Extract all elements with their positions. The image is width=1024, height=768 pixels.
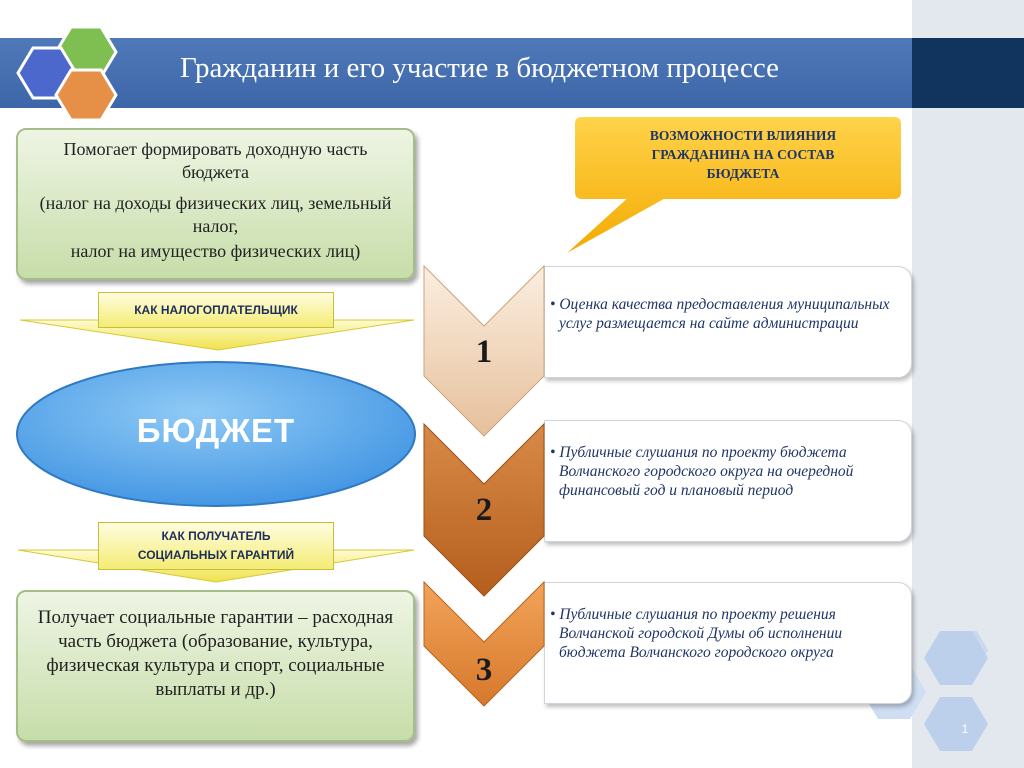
step-1-info: • Оценка качества предоставления муницип… — [544, 266, 912, 378]
chevron-step-icon — [423, 264, 545, 707]
callout-bubble — [559, 115, 903, 259]
recipient-label-line1: КАК ПОЛУЧАТЕЛЬ — [161, 529, 271, 543]
bullet: • — [550, 606, 556, 623]
step-2-number: 2 — [475, 492, 493, 528]
step-1-number: 1 — [475, 334, 493, 370]
title-bar — [0, 38, 912, 108]
recipient-label-line2: СОЦИАЛЬНЫХ ГАРАНТИЙ — [137, 548, 295, 562]
step-1-description: Оценка качества предоставления муниципал… — [559, 296, 890, 332]
callout-line2: ГРАЖДАНИНА НА СОСТАВ — [651, 147, 835, 162]
income-box-line2: (налог на доходы физических лиц, земельн… — [39, 193, 392, 236]
callout-text: ВОЗМОЖНОСТИ ВЛИЯНИЯ ГРАЖДАНИНА НА СОСТАВ… — [590, 126, 896, 183]
bullet: • — [550, 444, 556, 461]
title-bar-accent — [912, 38, 1024, 108]
bullet: • — [550, 296, 556, 313]
budget-label: БЮДЖЕТ — [136, 412, 296, 449]
callout-line1: ВОЗМОЖНОСТИ ВЛИЯНИЯ — [649, 128, 837, 143]
step-3-info: • Публичные слушания по проекту решения … — [544, 582, 912, 704]
step-2-text: • Публичные слушания по проекту бюджета … — [545, 421, 911, 500]
hexagon-logo-icon — [16, 25, 118, 122]
step-1-text: • Оценка качества предоставления муницип… — [545, 267, 911, 333]
taxpayer-label: КАК НАЛОГОПЛАТЕЛЬЩИК — [98, 292, 334, 328]
budget-ellipse — [16, 361, 416, 507]
step-3-description: Публичные слушания по проекту решения Во… — [559, 606, 843, 661]
income-box-line1: Помогает формировать доходную часть бюдж… — [63, 139, 368, 182]
income-box: Помогает формировать доходную часть бюдж… — [16, 128, 415, 280]
income-box-line3: налог на имущество физических лиц) — [70, 241, 361, 261]
step-3-text: • Публичные слушания по проекту решения … — [545, 583, 911, 662]
step-2-info: • Публичные слушания по проекту бюджета … — [544, 420, 912, 542]
step-2-description: Публичные слушания по проекту бюджета Во… — [559, 444, 854, 499]
recipient-label: КАК ПОЛУЧАТЕЛЬ СОЦИАЛЬНЫХ ГАРАНТИЙ — [98, 522, 334, 570]
step-3-number: 3 — [475, 652, 493, 688]
page-title: Гражданин и его участие в бюджетном проц… — [180, 52, 780, 84]
expense-box: Получает социальные гарантии – расходная… — [16, 590, 415, 742]
callout-line3: БЮДЖЕТА — [706, 166, 780, 181]
page-number: 1 — [961, 722, 969, 736]
